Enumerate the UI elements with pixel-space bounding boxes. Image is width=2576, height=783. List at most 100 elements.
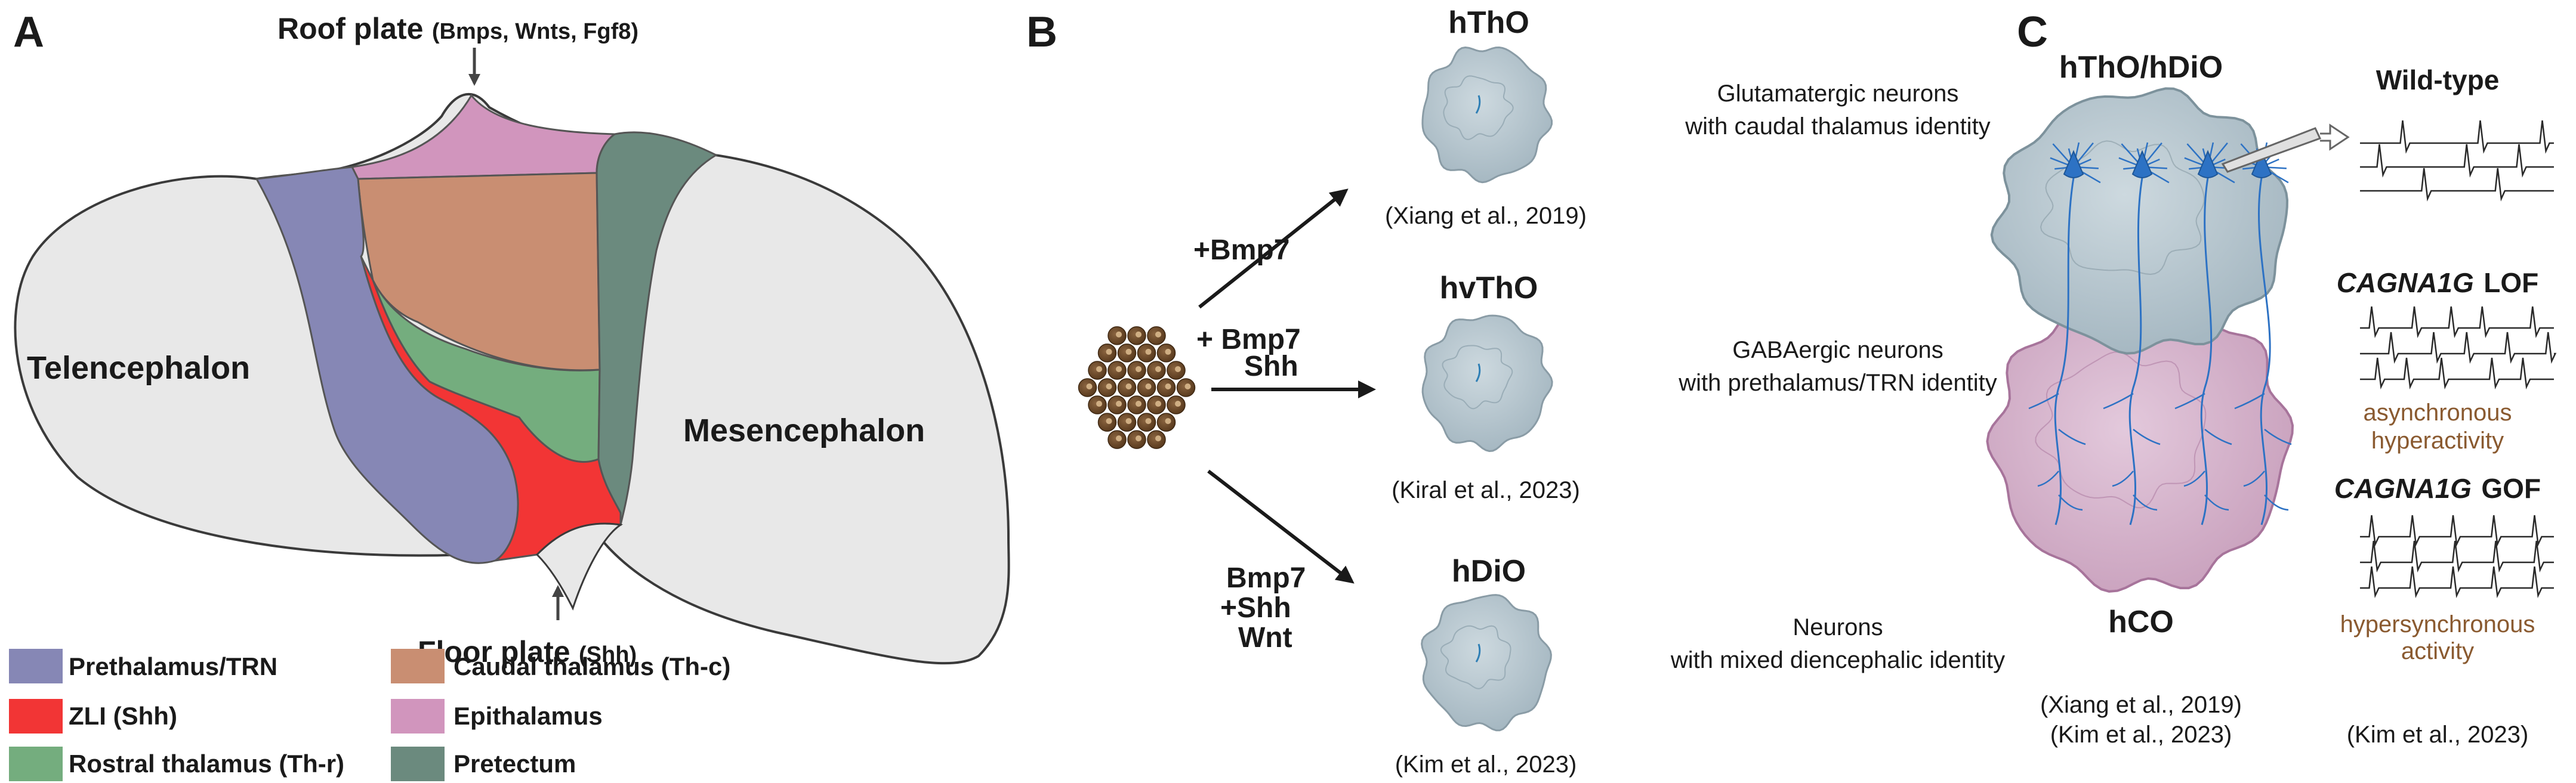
activity-trace [2360, 515, 2554, 547]
stem-cell-nucleus [1106, 348, 1112, 355]
organoid-citation: (Kiral et al., 2023) [1392, 477, 1580, 503]
stem-cell-nucleus [1116, 435, 1122, 442]
lof-note-1: asynchronous [2363, 400, 2512, 426]
organoid-citation: (Kim et al., 2023) [1395, 751, 1577, 778]
axon-branch [2058, 494, 2083, 511]
axon-branch [2103, 392, 2134, 410]
axon-branch [2183, 471, 2205, 487]
assembloid-citation: (Kim et al., 2023) [2050, 722, 2232, 748]
condition-3-line-1: Bmp7 [1226, 562, 1306, 594]
organoid-desc-2: with prethalamus/TRN identity [1678, 370, 1997, 396]
assembloid-citation: (Xiang et al., 2019) [2040, 692, 2242, 718]
axon-branch [2058, 429, 2086, 445]
assembloid-body [1990, 87, 2289, 355]
organoid-title: hDiO [1452, 554, 1526, 589]
activity-trace [2360, 144, 2554, 178]
assembloid-top-label: hThO/hDiO [2059, 50, 2223, 85]
organoid-texture [1442, 345, 1513, 410]
stem-cell-nucleus [1165, 348, 1171, 355]
panel-a: A Telencephalon Mesencephalon Roof plate… [9, 8, 1010, 781]
legend-label: Caudal thalamus (Th-c) [454, 652, 730, 680]
organoid-desc-1: GABAergic neurons [1732, 337, 1943, 363]
legend-swatch [9, 649, 63, 683]
stem-cell-cluster [1078, 326, 1196, 449]
organoid-texture [1443, 75, 1514, 140]
panel-c: C hThO/hDiO hCO (Xiang et al., 2019) (Ki… [1986, 8, 2557, 748]
panel-b-letter: B [1026, 8, 1057, 56]
legend-swatch [9, 747, 63, 781]
recording-electrode [2221, 123, 2350, 173]
condition-2-line-2: Shh [1244, 351, 1298, 382]
axon-branch [2112, 471, 2134, 487]
stem-cell-nucleus [1106, 383, 1112, 389]
gof-note-2: activity [2401, 638, 2474, 664]
assembloid-bottom-label: hCO [2108, 605, 2174, 639]
legend-label: Epithalamus [454, 702, 603, 730]
telencephalon-label: Telencephalon [27, 350, 250, 386]
stem-cell-nucleus [1145, 348, 1152, 355]
activity-traces [2360, 120, 2557, 599]
stem-cell-nucleus [1184, 383, 1191, 389]
condition-2-line-1: + Bmp7 [1196, 324, 1301, 355]
stem-cell-nucleus [1145, 383, 1152, 389]
condition-3-line-3: Wnt [1238, 622, 1292, 654]
trace-title-gof: CAGNA1G GOF [2334, 473, 2541, 504]
stem-cell-nucleus [1175, 401, 1181, 407]
axon [2200, 177, 2213, 525]
legend-label: Rostral thalamus (Th-r) [69, 750, 344, 778]
stem-cell-nucleus [1165, 418, 1171, 425]
stem-cell-nucleus [1136, 435, 1142, 442]
stem-cell-nucleus [1116, 401, 1122, 407]
epithalamus-region [350, 94, 618, 180]
axon-branch [2234, 392, 2265, 410]
organoid-body [1421, 594, 1552, 732]
legend-swatch [9, 699, 63, 734]
stem-cell-nucleus [1155, 435, 1161, 442]
organoid-body [1421, 46, 1553, 184]
arrow-to-hdiO [1207, 469, 1355, 584]
stem-cell-nucleus [1155, 401, 1161, 407]
activity-trace [2360, 168, 2554, 202]
axon-branch [2133, 429, 2161, 445]
stem-cell-nucleus [1125, 348, 1132, 355]
stem-cell-nucleus [1086, 383, 1093, 389]
stem-cell-nucleus [1136, 401, 1142, 407]
panel-a-letter: A [13, 8, 44, 56]
neuron-soma [2131, 150, 2153, 178]
mesencephalon-label: Mesencephalon [683, 413, 925, 448]
trace-citation: (Kim et al., 2023) [2347, 722, 2529, 748]
hdiO-organoid [1421, 594, 1552, 732]
lof-note-2: hyperactivity [2371, 428, 2504, 454]
pretectum-region [596, 131, 718, 525]
axon [2054, 177, 2075, 525]
legend-swatch [391, 747, 445, 781]
condition-3-line-2: +Shh [1220, 592, 1291, 624]
organoid-title: hvThO [1440, 271, 1538, 305]
roof-plate-label: Roof plate (Bmps, Wnts, Fgf8) [277, 12, 638, 45]
organoid-citation: (Xiang et al., 2019) [1385, 203, 1587, 229]
axon-branch [2204, 429, 2232, 445]
legend-label: Pretectum [454, 750, 576, 778]
organoid-neuron-mark [1475, 95, 1481, 114]
organoid-neuron-mark [1475, 643, 1481, 663]
activity-trace [2360, 332, 2557, 364]
prethalamus-region [255, 166, 519, 564]
panel-c-letter: C [2017, 8, 2048, 56]
organoid-desc-1: Neurons [1793, 614, 1883, 640]
stem-cell-nucleus [1155, 331, 1161, 338]
neuron-soma [2063, 150, 2084, 178]
activity-trace [2360, 540, 2554, 573]
organoid-desc-2: with caudal thalamus identity [1685, 113, 1990, 140]
stem-cell-nucleus [1165, 383, 1171, 389]
trace-title-wildtype: Wild-type [2376, 64, 2500, 95]
stem-cell-nucleus [1096, 401, 1102, 407]
organoid-title: hThO [1448, 5, 1529, 40]
neuron-soma [2251, 150, 2272, 178]
activity-trace [2360, 306, 2554, 339]
organoid-body [1421, 314, 1553, 453]
stem-cell-nucleus [1145, 418, 1152, 425]
hthO-organoid [1421, 46, 1553, 184]
stem-cell-nucleus [1175, 366, 1181, 372]
trace-title-lof: CAGNA1G LOF [2337, 267, 2538, 298]
